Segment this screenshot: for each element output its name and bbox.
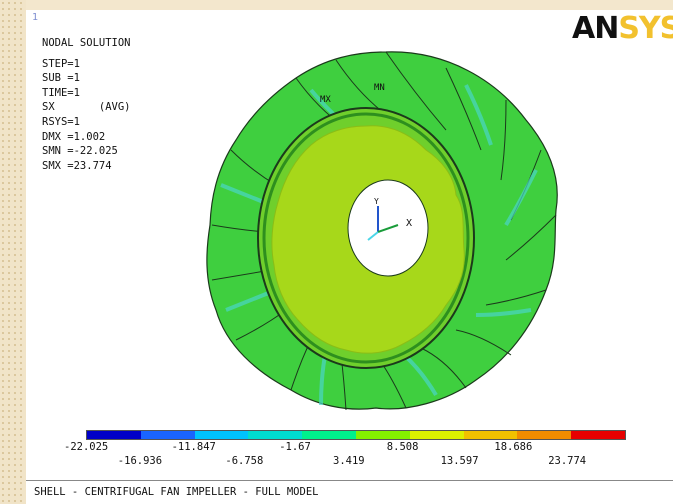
legend-color-band xyxy=(463,431,518,439)
legend-color-band xyxy=(248,431,303,439)
info-line: DMX =1.002 xyxy=(42,130,106,143)
legend-color-band xyxy=(194,431,249,439)
graphics-viewport[interactable]: 1 ANSYS NODAL SOLUTION STEP=1 SUB =1 TIM… xyxy=(26,10,673,504)
contour-legend-bar xyxy=(86,430,626,440)
info-line: STEP=1 xyxy=(42,57,80,70)
legend-tick-upper: -1.67 xyxy=(279,441,311,453)
legend-color-band xyxy=(517,431,572,439)
triad-y-label: Y xyxy=(374,197,379,206)
min-marker: MN xyxy=(374,83,385,93)
coordinate-triad: X Y xyxy=(367,197,412,241)
window-margin xyxy=(0,0,26,504)
legend-color-band xyxy=(409,431,464,439)
legend-tick-upper: 18.686 xyxy=(494,441,533,453)
info-line: RSYS=1 xyxy=(42,115,80,128)
legend-color-band xyxy=(302,431,356,439)
max-marker: MX xyxy=(320,95,331,105)
legend-color-band xyxy=(140,431,195,439)
legend-tick-upper: -11.847 xyxy=(171,441,216,453)
legend-tick-lower: -6.758 xyxy=(225,455,264,467)
legend-tick-lower: -16.936 xyxy=(117,455,163,467)
plot-footer-title: SHELL - CENTRIFUGAL FAN IMPELLER - FULL … xyxy=(34,486,319,498)
window-number: 1 xyxy=(32,12,39,23)
legend-tick-lower: 3.419 xyxy=(333,455,365,467)
footer-divider xyxy=(26,480,673,481)
info-line: SUB =1 xyxy=(42,72,80,85)
info-line: SX (AVG) xyxy=(42,101,131,114)
info-line: TIME=1 xyxy=(42,86,80,99)
legend-tick-lower: 23.774 xyxy=(548,455,587,467)
solution-info: NODAL SOLUTION STEP=1 SUB =1 TIME=1 SX (… xyxy=(42,36,131,173)
impeller-contour-plot: X Y MX MN xyxy=(206,51,558,411)
legend-tick-upper: 8.508 xyxy=(386,441,419,453)
solution-title: NODAL SOLUTION xyxy=(42,37,131,49)
legend-tick-lower: 13.597 xyxy=(440,455,479,467)
info-line: SMN =-22.025 xyxy=(42,145,118,158)
ansys-logo: ANSYS xyxy=(572,11,673,46)
legend-tick-upper: -22.025 xyxy=(64,441,109,453)
info-line: SMX =23.774 xyxy=(42,159,112,172)
legend-color-band xyxy=(571,431,625,439)
legend-color-band xyxy=(87,431,141,439)
triad-x-label: X xyxy=(406,218,412,229)
legend-color-band xyxy=(355,431,410,439)
